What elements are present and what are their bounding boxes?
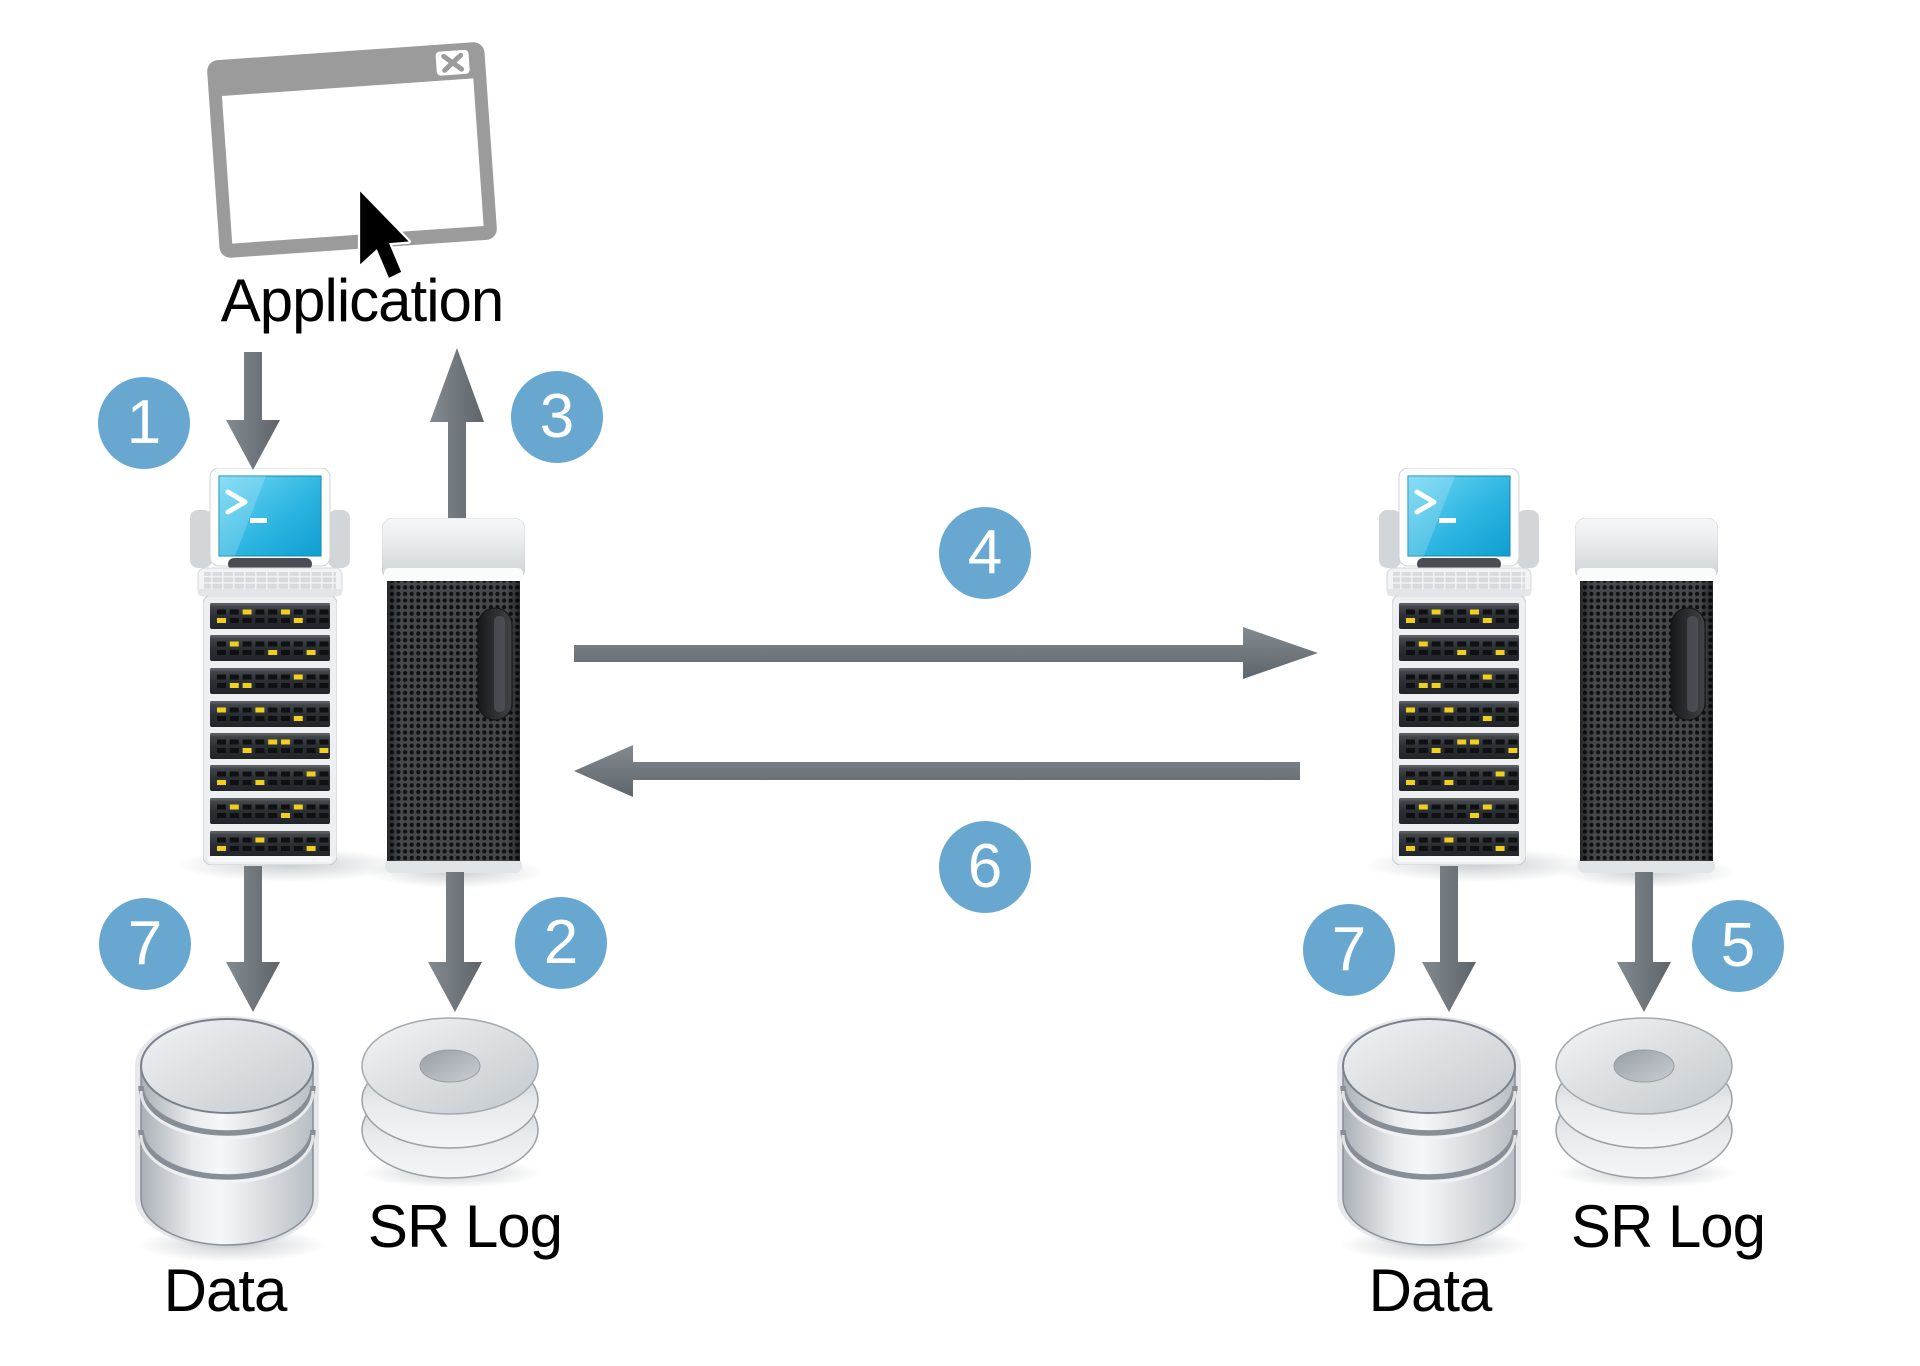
arrow-step5-down-icon xyxy=(1617,872,1671,1012)
step-badge-5: 5 xyxy=(1692,900,1784,992)
arrow-step6-left-icon xyxy=(574,745,1300,797)
log-discs-icon xyxy=(1555,1017,1733,1179)
arrow-step1-down-icon xyxy=(226,352,280,470)
server-rack-icon xyxy=(203,595,337,865)
server-rack-icon xyxy=(1392,595,1526,865)
app-window-icon xyxy=(207,42,497,258)
application-label: Application xyxy=(220,267,505,334)
arrow-step7-down-icon xyxy=(226,866,280,1012)
step-badge-7-left: 7 xyxy=(99,898,191,990)
close-icon xyxy=(435,49,470,76)
step-badge-1: 1 xyxy=(98,377,190,469)
terminal-screen-icon xyxy=(1379,468,1539,600)
srlog-label-primary: SR Log xyxy=(367,1193,563,1260)
arrow-step3-up-icon xyxy=(430,348,484,518)
database-cylinder-icon xyxy=(1333,1008,1525,1258)
arrow-step2-down-icon xyxy=(428,872,482,1012)
step-badge-7-right: 7 xyxy=(1303,904,1395,996)
step-badge-6: 6 xyxy=(939,821,1031,913)
cursor-arrow-icon xyxy=(357,190,411,281)
data-label-primary: Data xyxy=(163,1257,288,1324)
tower-server-icon xyxy=(1575,518,1718,874)
step-badge-4: 4 xyxy=(939,507,1031,599)
database-cylinder-icon xyxy=(131,1008,323,1258)
arrow-step7-down-icon xyxy=(1422,866,1476,1012)
step-badge-3: 3 xyxy=(511,371,603,463)
srlog-label-secondary: SR Log xyxy=(1570,1193,1766,1260)
terminal-screen-icon xyxy=(190,468,350,600)
log-discs-icon xyxy=(361,1017,539,1179)
data-label-secondary: Data xyxy=(1368,1257,1493,1324)
step-badge-2: 2 xyxy=(515,897,607,989)
tower-server-icon xyxy=(382,518,525,874)
arrow-step4-right-icon xyxy=(574,627,1318,679)
app-window-content xyxy=(221,78,484,244)
